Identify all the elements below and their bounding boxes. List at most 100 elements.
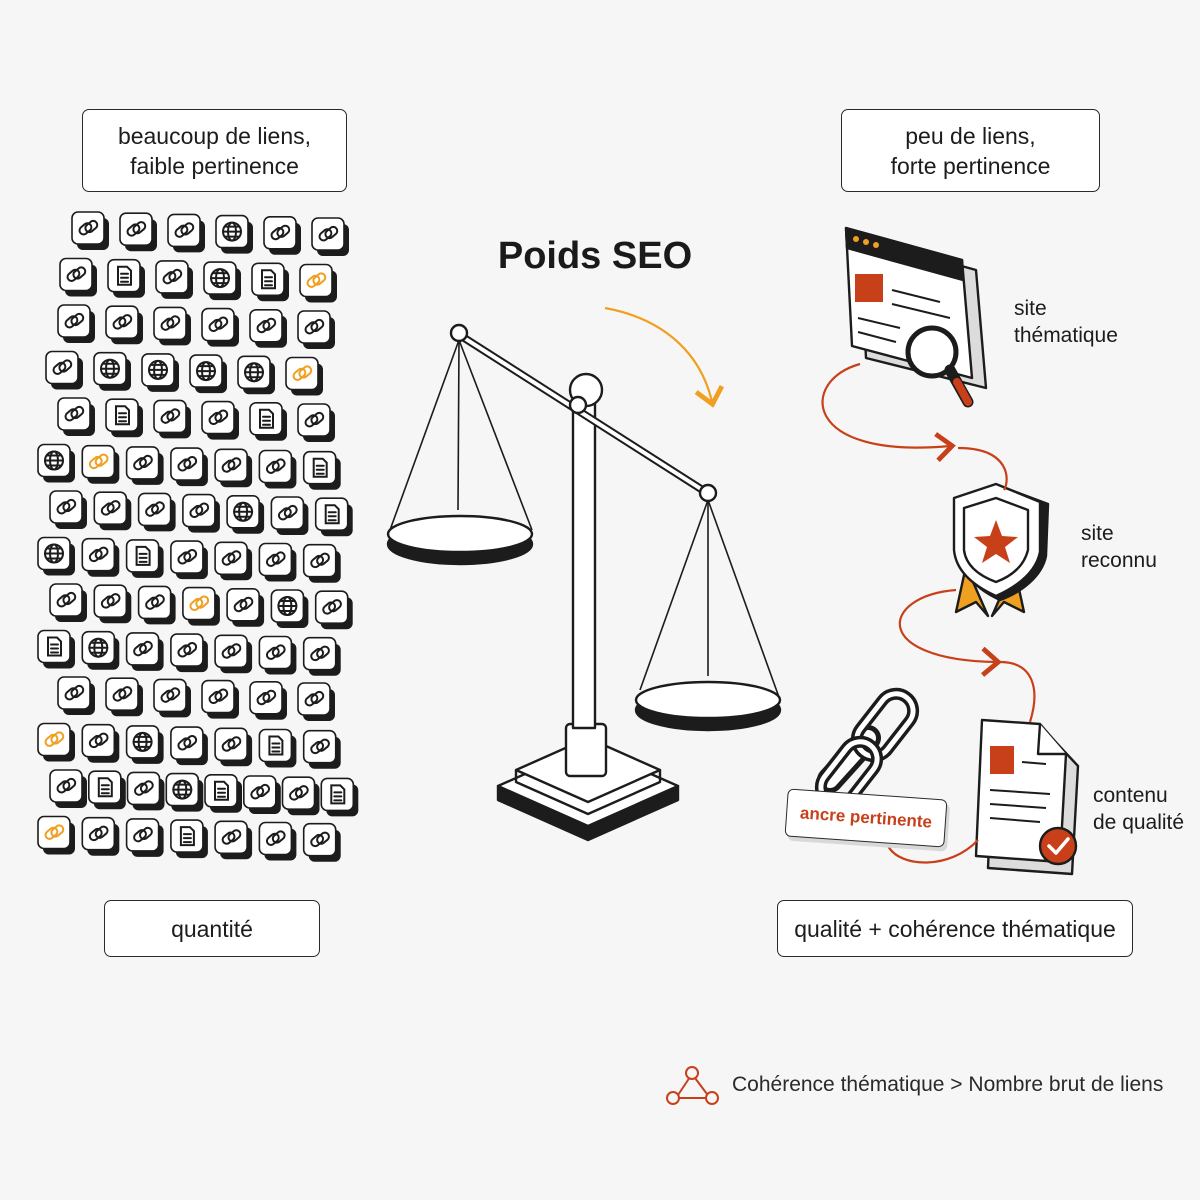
orange-link-icon: [44, 731, 65, 747]
link-tile: [258, 635, 297, 675]
link-tile: [59, 257, 97, 297]
link-tile: [93, 584, 132, 624]
anchor-label: ancre pertinente: [799, 803, 933, 832]
link-icon: [160, 315, 181, 331]
document-tile: [37, 629, 75, 669]
connector-path: [999, 660, 1036, 723]
document-tile: [251, 262, 289, 302]
shield-star-badge-icon: [952, 482, 1050, 618]
link-icon: [310, 738, 330, 755]
link-tile: [71, 211, 109, 250]
link-icon: [310, 831, 330, 848]
link-icon: [177, 642, 198, 658]
link-icon: [88, 732, 109, 749]
link-tile: [153, 399, 191, 439]
link-icon: [126, 221, 147, 237]
link-tile: [258, 821, 297, 861]
link-tile: [81, 723, 120, 763]
link-icon: [177, 735, 198, 751]
link-tile: [302, 636, 341, 676]
link-icon: [66, 266, 87, 282]
link-tile: [57, 304, 95, 343]
link-icon: [304, 318, 325, 335]
link-icon: [177, 549, 198, 565]
orange-link-icon: [292, 365, 313, 381]
link-tile: [270, 496, 309, 535]
link-icon: [160, 408, 181, 424]
document-icon: [47, 636, 62, 657]
document-tile: [258, 728, 297, 768]
globe-icon: [210, 268, 230, 289]
link-icon: [208, 688, 229, 705]
document-icon: [214, 780, 229, 801]
link-tile: [170, 447, 208, 487]
link-icon: [189, 502, 210, 519]
link-icon: [221, 643, 242, 659]
link-icon: [265, 830, 286, 846]
step-3-line-1: contenu: [1093, 784, 1168, 807]
link-tile: [81, 816, 120, 856]
globe-tile: [81, 630, 120, 670]
link-icon: [221, 550, 242, 566]
globe-icon: [233, 501, 254, 522]
link-icon: [145, 501, 165, 517]
link-tile: [263, 216, 301, 255]
globe-tile: [37, 443, 75, 483]
document-icon: [97, 777, 113, 798]
document-tile: [249, 401, 287, 441]
document-icon: [135, 545, 151, 566]
link-tile: [201, 400, 239, 440]
link-tile: [126, 771, 165, 811]
link-tile: [214, 820, 253, 860]
link-icon: [265, 644, 286, 660]
orange-link-icon: [88, 453, 109, 470]
document-icon: [115, 405, 130, 426]
link-icon: [78, 219, 99, 236]
link-icon: [208, 409, 229, 426]
globe-tile: [141, 353, 179, 392]
link-tile: [155, 260, 193, 299]
orange-link-tile: [37, 815, 75, 855]
link-icon: [56, 591, 77, 608]
step-3-line-2: de qualité: [1093, 811, 1185, 834]
link-tile-grid: [37, 211, 359, 862]
document-tile: [105, 398, 143, 438]
document-icon: [261, 269, 276, 290]
link-tile: [214, 541, 253, 581]
document-tile: [314, 497, 353, 537]
document-icon: [268, 735, 284, 756]
globe-tile: [237, 355, 275, 395]
document-tile: [170, 819, 208, 859]
globe-tile: [215, 214, 253, 254]
link-tile: [182, 493, 220, 533]
browser-magnifier-icon: [844, 226, 988, 408]
link-tile: [170, 540, 208, 580]
step-label-contenu: contenu de qualité: [1093, 782, 1184, 836]
orange-link-icon: [306, 272, 327, 288]
link-icon: [112, 314, 133, 330]
link-tile: [302, 543, 341, 583]
globe-tile: [37, 536, 75, 576]
link-tile: [214, 634, 253, 674]
link-tile: [153, 678, 191, 718]
document-tile: [107, 258, 145, 298]
link-tile: [153, 306, 191, 346]
document-tile: [320, 777, 359, 817]
document-icon: [330, 784, 346, 805]
link-icon: [133, 454, 153, 471]
link-tile: [105, 677, 143, 717]
link-tile: [49, 769, 87, 808]
link-icon: [64, 312, 85, 329]
link-icon: [310, 645, 330, 662]
right-heading-line-2: forte pertinence: [890, 152, 1051, 179]
link-icon: [265, 551, 286, 567]
globe-tile: [93, 351, 131, 391]
link-tile: [258, 542, 297, 582]
link-tile: [249, 680, 287, 720]
globe-tile: [226, 494, 265, 534]
right-heading-line-1: peu de liens,: [905, 122, 1036, 149]
link-icon: [233, 596, 254, 613]
link-icon: [56, 777, 77, 794]
document-tile: [302, 450, 341, 490]
document-tile: [125, 539, 164, 578]
